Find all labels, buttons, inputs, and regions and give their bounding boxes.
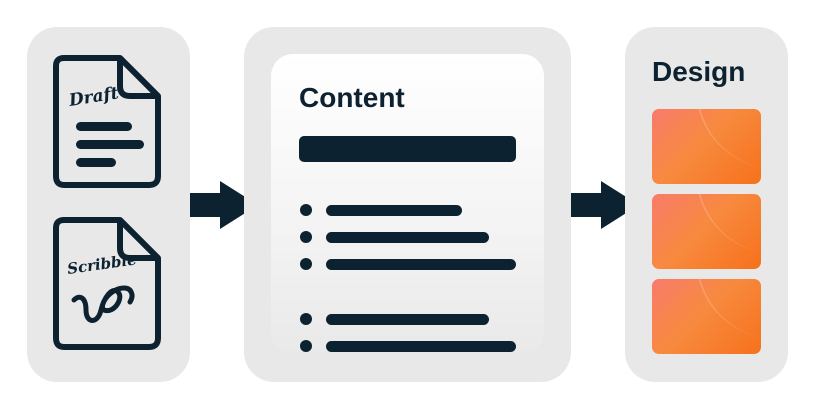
draft-document-icon: Draft [53, 55, 161, 188]
design-title: Design [652, 56, 746, 87]
draft-label: Draft [67, 83, 121, 111]
scribble-squiggle [71, 285, 135, 323]
design-tile-1 [652, 109, 761, 184]
bullet-line-1 [326, 205, 462, 216]
bullet-dot-2 [300, 231, 312, 243]
draft-line-2 [76, 140, 144, 149]
scribble-document-icon: Scribble [53, 217, 161, 350]
draft-line-3 [76, 158, 116, 167]
scribble-label: Scribble [66, 250, 138, 278]
bullet-dot-4 [300, 313, 312, 325]
design-tile-2 [652, 194, 761, 269]
bullet-dot-3 [300, 258, 312, 270]
content-heading-bar [299, 136, 516, 162]
bullet-line-2 [326, 232, 489, 243]
bullet-line-5 [326, 341, 516, 352]
content-card [271, 54, 544, 354]
arrow-right-icon-1 [190, 181, 258, 229]
content-title: Content [299, 82, 405, 113]
bullet-line-3 [326, 259, 516, 270]
bullet-dot-1 [300, 204, 312, 216]
draft-line-1 [76, 122, 132, 131]
arrow-right-icon-2 [571, 181, 639, 229]
design-tile-3 [652, 279, 761, 354]
bullet-dot-5 [300, 340, 312, 352]
bullet-line-4 [326, 314, 489, 325]
